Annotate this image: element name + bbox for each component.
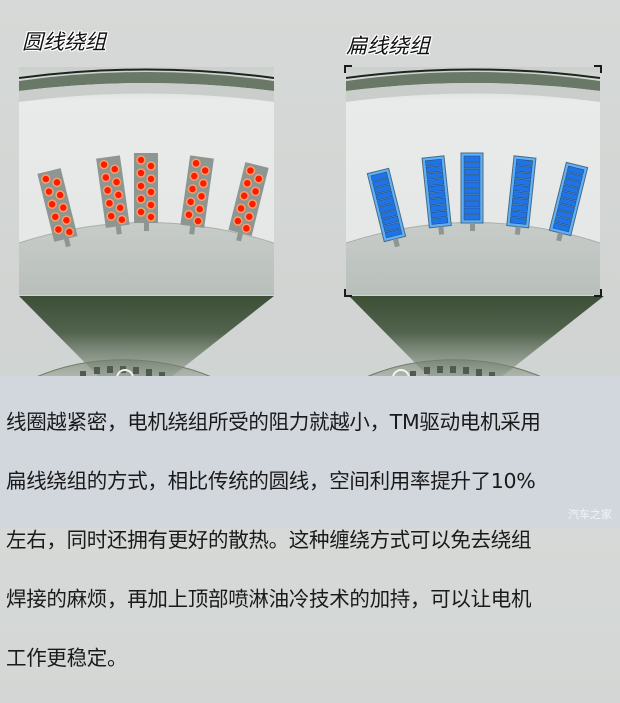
- magnifier-funnel-graphic: [19, 296, 604, 379]
- description-line: 工作更稳定。: [6, 645, 128, 670]
- frame-corner-bottom-left: [344, 289, 352, 297]
- description-line: 线圈越紧密，电机绕组所受的阻力就越小，TM驱动电机采用: [6, 409, 541, 434]
- flat-wire-slots: [366, 152, 589, 248]
- round-wire-title: 圆线绕组: [22, 30, 106, 54]
- watermark-logo: 汽车之家: [568, 508, 612, 521]
- description-box: 线圈越紧密，电机绕组所受的阻力就越小，TM驱动电机采用 扁线绕组的方式，相比传统…: [0, 376, 620, 670]
- round-wire-stator-illustration: [19, 67, 274, 295]
- frame-corner-bottom-right: [594, 289, 602, 297]
- frame-corner-top-left: [344, 65, 352, 73]
- round-wire-diagram: [19, 67, 274, 295]
- flat-wire-diagram: [346, 67, 600, 295]
- description-line: 焊接的麻烦，再加上顶部喷淋油冷技术的加持，可以让电机: [6, 586, 532, 611]
- flat-wire-title: 扁线绕组: [346, 34, 430, 58]
- frame-corner-top-right: [594, 65, 602, 73]
- description-line: 扁线绕组的方式，相比传统的圆线，空间利用率提升了10%: [6, 468, 536, 493]
- flat-wire-stator-illustration: [346, 67, 600, 295]
- description-text: 线圈越紧密，电机绕组所受的阻力就越小，TM驱动电机采用 扁线绕组的方式，相比传统…: [6, 378, 618, 703]
- round-wire-slots: [37, 153, 269, 248]
- description-line: 左右，同时还拥有更好的散热。这种缠绕方式可以免去绕组: [6, 527, 532, 552]
